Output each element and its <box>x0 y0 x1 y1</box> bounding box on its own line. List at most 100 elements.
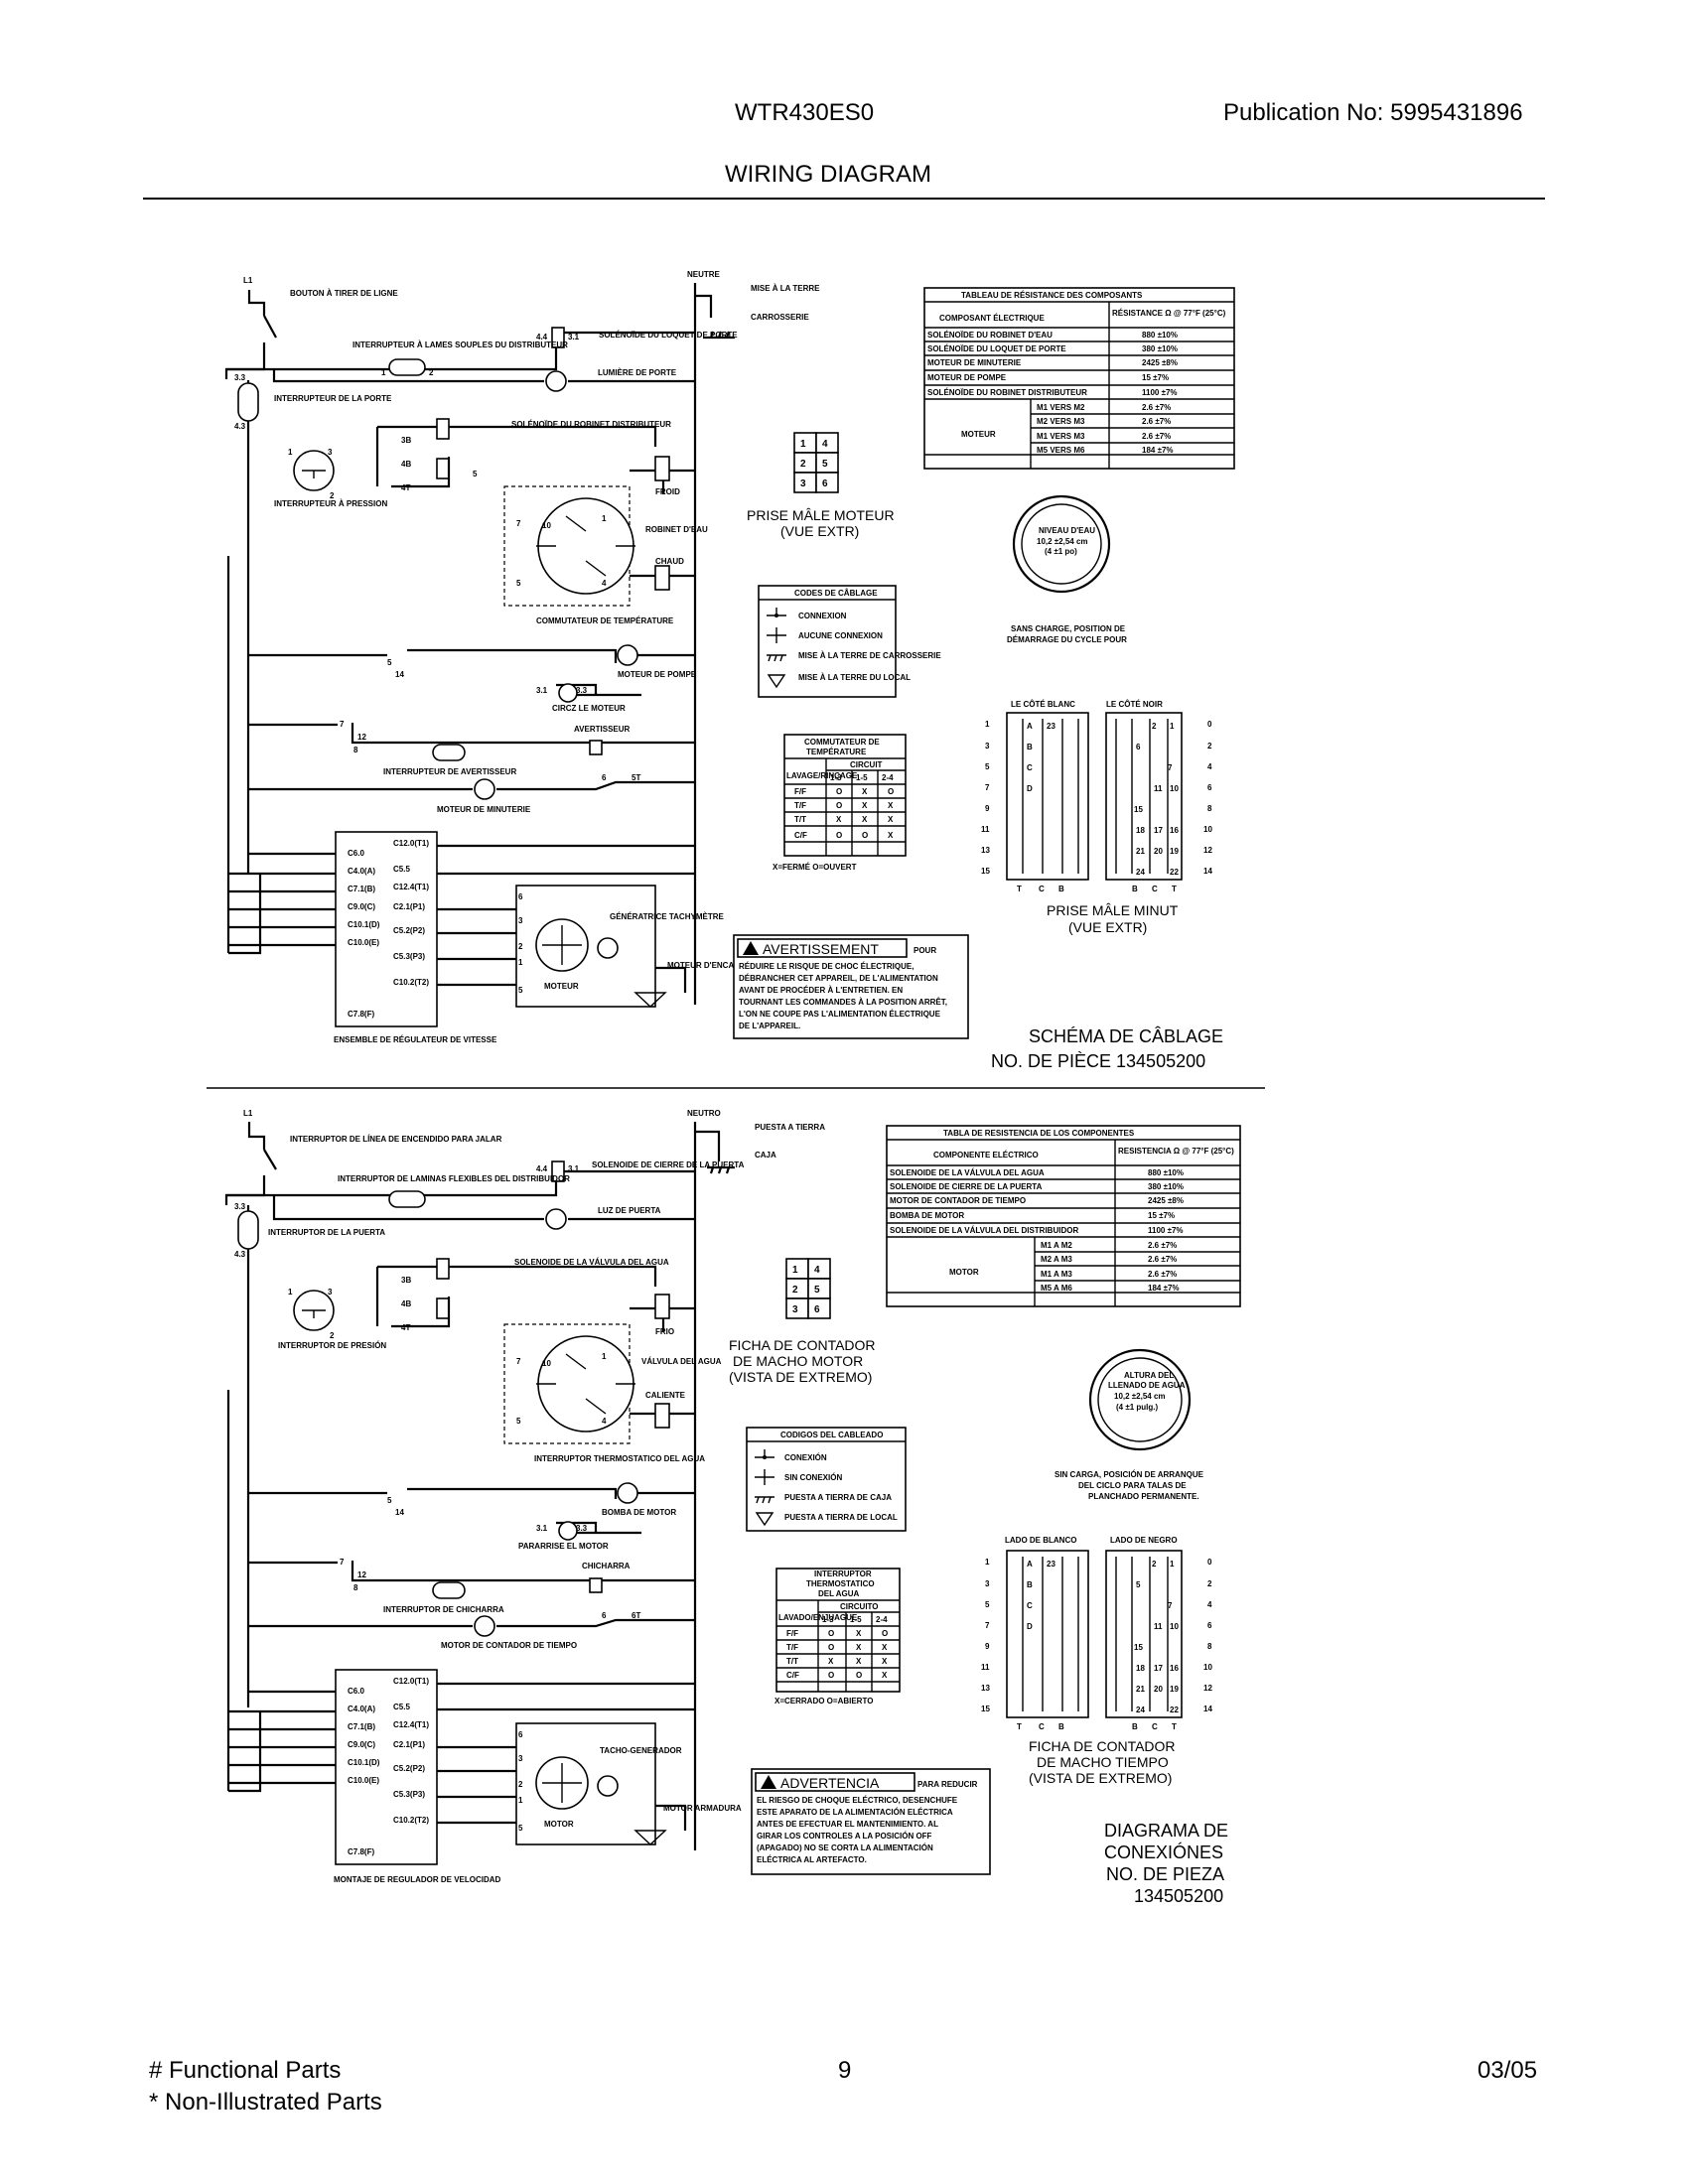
es-code-item: PUESTA A TIERRA DE LOCAL <box>784 1513 898 1522</box>
es-water-text: ALTURA DEL <box>1124 1371 1174 1380</box>
fr-temp-cell: O <box>862 831 868 840</box>
fr-code-item: AUCUNE CONNEXION <box>798 631 883 640</box>
fr-temp-col: 2-4 <box>882 773 894 782</box>
es-hot-label: CALIENTE <box>645 1391 686 1400</box>
es-res-motor: MOTOR <box>949 1268 979 1277</box>
svg-text:1: 1 <box>518 1796 523 1805</box>
svg-text:4: 4 <box>814 1265 820 1276</box>
es-l1-label: L1 <box>243 1109 253 1118</box>
svg-text:2: 2 <box>792 1285 798 1296</box>
svg-text:B: B <box>1058 1722 1064 1731</box>
svg-text:5: 5 <box>473 470 478 478</box>
svg-text:10: 10 <box>1170 1622 1179 1631</box>
svg-text:5: 5 <box>518 1824 523 1833</box>
fr-temp-cell: O <box>836 801 842 810</box>
fr-res-val: 15 ±7% <box>1142 373 1169 382</box>
es-timer-caption: DE MACHO TIEMPO <box>1037 1754 1169 1770</box>
fr-water-text: NIVEAU D'EAU <box>1039 526 1095 535</box>
fr-buzzer-switch-label: INTERRUPTEUR DE AVERTISSEUR <box>383 767 516 776</box>
es-neutral-label: NEUTRO <box>687 1109 721 1118</box>
svg-text:C4.0(A): C4.0(A) <box>348 1705 375 1713</box>
svg-text:10: 10 <box>542 1359 551 1368</box>
svg-text:T: T <box>1017 1722 1022 1731</box>
fr-warning-line: TOURNANT LES COMMANDES À LA POSITION ARR… <box>739 998 947 1007</box>
svg-text:6T: 6T <box>632 1611 640 1620</box>
svg-text:2: 2 <box>1207 1579 1212 1588</box>
fr-res-val: 2.6 ±7% <box>1142 432 1171 441</box>
svg-text:3: 3 <box>518 1754 523 1763</box>
es-dispenser-label: SOLENOIDE DE LA VÁLVULA DEL AGUA <box>514 1258 669 1267</box>
svg-text:15: 15 <box>981 867 990 876</box>
svg-text:3: 3 <box>800 478 806 489</box>
es-water-caption: PLANCHADO PERMANENTE. <box>1088 1492 1199 1501</box>
es-ground-label: PUESTA A TIERRA <box>755 1123 825 1132</box>
svg-text:3B: 3B <box>401 1276 411 1285</box>
svg-text:14: 14 <box>1203 1705 1212 1713</box>
svg-text:B: B <box>1132 1722 1138 1731</box>
svg-text:5: 5 <box>822 459 828 470</box>
fr-ground-label: MISE À LA TERRE <box>751 284 820 293</box>
es-res-val: 880 ±10% <box>1148 1168 1184 1177</box>
header-rule <box>143 198 1545 200</box>
svg-text:C10.0(E): C10.0(E) <box>348 938 379 947</box>
svg-text:1: 1 <box>985 1558 990 1567</box>
es-temp-table: INTERRUPTOR THERMOSTATICO DEL AGUA CIRCU… <box>774 1568 901 1706</box>
es-timer-left-head: LADO DE BLANCO <box>1005 1536 1076 1545</box>
fr-pressure-label: INTERRUPTEUR À PRESSION <box>274 499 387 508</box>
svg-text:7: 7 <box>1168 1601 1173 1610</box>
fr-tacho-label: GÉNÉRATRICE TACHYMÈTRE <box>610 912 724 921</box>
svg-text:1: 1 <box>800 439 806 450</box>
svg-text:D: D <box>1027 784 1033 793</box>
svg-text:4.3: 4.3 <box>234 422 246 431</box>
svg-text:1: 1 <box>1170 722 1175 731</box>
es-push-label: INTERRUPTOR DE LÍNEA DE ENCENDIDO PARA J… <box>290 1135 502 1144</box>
fr-temp-commutator-label: COMMUTATEUR DE TEMPÉRATURE <box>536 616 674 625</box>
es-temp-cell: X <box>882 1671 888 1680</box>
svg-text:7: 7 <box>985 1621 990 1630</box>
publication-number: Publication No: 5995431896 <box>1223 99 1523 126</box>
es-warning: ADVERTENCIA PARA REDUCIR EL RIESGO DE CH… <box>751 1768 991 1875</box>
es-warning-line: EL RIESGO DE CHOQUE ELÉCTRICO, DESENCHUF… <box>757 1796 958 1805</box>
svg-text:A: A <box>1027 1560 1033 1569</box>
es-motor-plug: 1 4 2 5 3 6 FICHA DE CONTADOR DE MACHO M… <box>729 1258 876 1385</box>
svg-text:C2.1(P1): C2.1(P1) <box>393 1740 425 1749</box>
svg-text:6: 6 <box>518 892 523 901</box>
svg-text:6: 6 <box>1207 1621 1212 1630</box>
svg-text:2: 2 <box>518 1780 523 1789</box>
es-schema-part: 134505200 <box>1134 1886 1223 1906</box>
svg-text:C9.0(C): C9.0(C) <box>348 1740 375 1749</box>
es-timer-caption: FICHA DE CONTADOR <box>1029 1738 1176 1754</box>
fr-warning: AVERTISSEMENT POUR RÉDUIRE LE RISQUE DE … <box>733 934 969 1039</box>
fr-water-text: 10,2 ±2,54 cm <box>1037 537 1088 546</box>
es-codes-title: CODIGOS DEL CABLEADO <box>780 1431 883 1439</box>
svg-text:21: 21 <box>1136 1685 1145 1694</box>
svg-text:A: A <box>1027 722 1033 731</box>
es-temp-cell: C/F <box>786 1671 799 1680</box>
es-res-row: M1 A M2 <box>1041 1241 1072 1250</box>
svg-text:1: 1 <box>1170 1560 1175 1569</box>
svg-text:1: 1 <box>985 720 990 729</box>
fr-temp-cell: F/F <box>794 787 806 796</box>
svg-text:19: 19 <box>1170 847 1179 856</box>
svg-text:19: 19 <box>1170 1685 1179 1694</box>
svg-text:3: 3 <box>328 1288 333 1297</box>
svg-text:C: C <box>1039 885 1045 893</box>
es-motor-label: MOTOR <box>544 1820 574 1829</box>
svg-text:4: 4 <box>1207 762 1212 771</box>
svg-text:12: 12 <box>357 733 366 742</box>
svg-text:5: 5 <box>985 1600 990 1609</box>
svg-text:C10.2(T2): C10.2(T2) <box>393 978 429 987</box>
es-warning-line: (APAGADO) NO SE CORTA LA ALIMENTACIÓN <box>757 1843 933 1852</box>
svg-text:C10.0(E): C10.0(E) <box>348 1776 379 1785</box>
svg-text:C10.1(D): C10.1(D) <box>348 1758 380 1767</box>
fr-temp-cell: X <box>862 801 868 810</box>
es-water-valve-label: VÁLVULA DEL AGUA <box>641 1357 722 1366</box>
svg-text:13: 13 <box>981 846 990 855</box>
fr-res-val: 2.6 ±7% <box>1142 403 1171 412</box>
es-temp-cell: X <box>882 1643 888 1652</box>
svg-text:1: 1 <box>602 514 607 523</box>
fr-neutral-label: NEUTRE <box>687 270 721 279</box>
svg-text:5: 5 <box>387 1496 392 1505</box>
es-water-text: 10,2 ±2,54 cm <box>1114 1392 1166 1401</box>
